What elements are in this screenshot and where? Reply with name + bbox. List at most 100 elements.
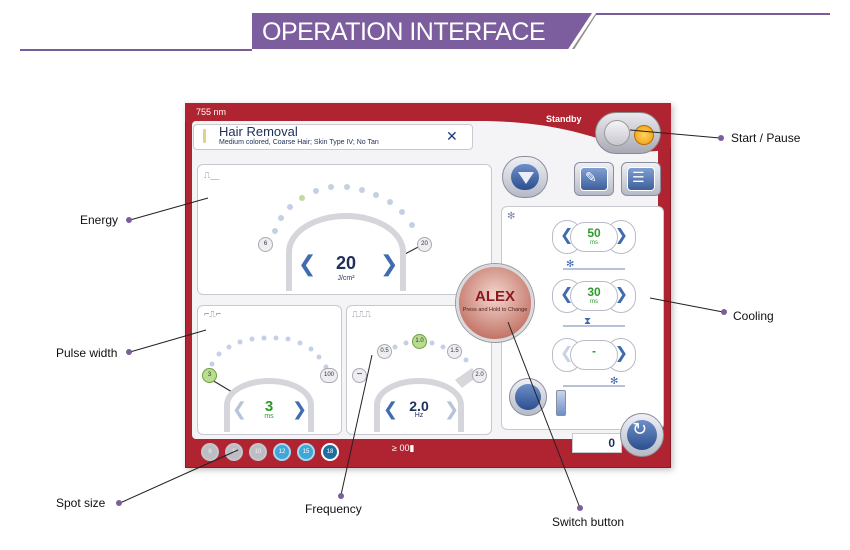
menu-button[interactable]: ✎ — [574, 162, 614, 196]
spot-size-8[interactable]: 8 — [225, 443, 243, 461]
cooling-1-scale — [563, 268, 625, 270]
frequency-chip-2-0[interactable]: 2.0 — [472, 368, 487, 383]
wavelength-label: 755 nm — [196, 107, 227, 117]
callout-switch-button: Switch button — [552, 515, 625, 529]
cooling-3-value: - — [592, 344, 596, 358]
frequency-chip-1-0[interactable]: 1.0 — [412, 334, 427, 349]
callout-start-pause: Start / Pause — [731, 131, 801, 145]
callout-dot-start — [718, 135, 724, 141]
cooling-1-unit: ms — [590, 240, 598, 246]
close-icon[interactable]: ✕ — [446, 128, 458, 144]
cooling-1-decrease-button[interactable]: ❮ — [560, 227, 574, 244]
frequency-chip-0-5[interactable]: 0.5 — [377, 344, 392, 359]
cooling-row-2: ❮ ❯ 30 ms — [552, 279, 636, 313]
cooling-2-unit: ms — [590, 299, 598, 305]
energy-max-chip[interactable]: 20 — [417, 237, 432, 252]
refresh-glyph: ↻ — [632, 419, 648, 439]
banner-line-left — [20, 49, 252, 51]
mode-title: Hair Removal — [219, 124, 298, 139]
banner-box — [252, 13, 592, 49]
callout-cooling: Cooling — [733, 309, 774, 323]
pulse-min-chip[interactable]: 3 — [202, 368, 217, 383]
cooling-1-value: 50 — [587, 226, 601, 240]
pause-icon — [604, 120, 630, 146]
cooling-2-decrease-button[interactable]: ❮ — [560, 286, 574, 303]
spot-size-15[interactable]: 15 — [297, 443, 315, 461]
mode-subtitle: Medium colored, Coarse Hair; Skin Type I… — [219, 139, 379, 146]
pulse-shape-icon: ⌐⎍⌐ — [204, 310, 222, 320]
cooling-mode-button[interactable] — [502, 156, 548, 198]
cooling-2-increase-button[interactable]: ❯ — [614, 286, 628, 303]
callout-dot-switch — [577, 505, 583, 511]
cooling-row-3: ❮ ❯ - — [552, 338, 636, 372]
frequency-decrease-button[interactable]: ❮ — [383, 399, 399, 419]
pulse-max-chip[interactable]: 100 — [320, 368, 338, 383]
energy-min-chip[interactable]: 6 — [258, 237, 273, 252]
frequency-increase-button[interactable]: ❯ — [444, 399, 460, 419]
menu-icon — [580, 167, 608, 191]
energy-value: 20 — [335, 253, 357, 273]
switch-laser-hint: Press and Hold to Change — [462, 307, 528, 313]
handpiece-icon: ≥ — [392, 443, 400, 453]
pen-icon: ✎ — [585, 169, 597, 185]
records-button[interactable]: ☰ — [621, 162, 661, 196]
energy-increase-button[interactable]: ❯ — [380, 251, 399, 276]
callout-dot-frequency — [338, 493, 344, 499]
vial-icon — [556, 390, 566, 416]
cooling-2-marker-icon: ⧗ — [584, 316, 592, 327]
handpiece-indicator: ≥ 00▮ — [392, 443, 414, 454]
start-indicator-icon — [634, 125, 654, 145]
pulse-decrease-button[interactable]: ❮ — [232, 399, 248, 419]
triangle-glyph — [518, 172, 534, 184]
frequency-dial — [374, 378, 464, 432]
cooling-row-1: ❮ ❯ 50 ms — [552, 220, 636, 254]
callout-dot-spot — [116, 500, 122, 506]
frequency-chip-1-5[interactable]: 1.5 — [447, 344, 462, 359]
pulse-counter: 0 — [572, 433, 622, 453]
cooling-3-scale — [563, 385, 625, 387]
spot-size-6[interactable]: 6 — [201, 443, 219, 461]
cooling-3-increase-button[interactable]: ❯ — [614, 345, 628, 362]
cooling-2-scale — [563, 325, 625, 327]
reset-counter-button[interactable]: ↻ — [620, 413, 664, 457]
spot-size-10[interactable]: 10 — [249, 443, 267, 461]
start-pause-button[interactable] — [595, 112, 661, 154]
callout-spot-size: Spot size — [56, 496, 106, 510]
frequency-unit: Hz — [414, 412, 424, 419]
handpiece-text: 00▮ — [399, 443, 415, 453]
energy-unit: J/cm² — [337, 275, 355, 282]
cooling-2-value: 30 — [587, 285, 601, 299]
pill-middle — [570, 222, 618, 252]
callout-frequency: Frequency — [305, 502, 362, 516]
spot-size-12[interactable]: 12 — [273, 443, 291, 461]
energy-decrease-button[interactable]: ❮ — [298, 251, 317, 276]
pulse-value: 3 — [264, 398, 274, 415]
mode-marker-icon — [203, 129, 206, 143]
pulse-increase-button[interactable]: ❯ — [292, 399, 308, 419]
pulse-waveform-icon: ⎍⎽ — [204, 171, 219, 181]
pill-middle — [570, 281, 618, 311]
cooling-snowflake-icon: ✻ — [507, 211, 516, 222]
frequency-minus-button[interactable]: − — [352, 368, 367, 383]
callout-dot-pulse — [126, 349, 132, 355]
pulse-unit: ms — [264, 413, 274, 420]
callout-pulse-width: Pulse width — [56, 346, 118, 360]
switch-laser-label: ALEX — [474, 288, 515, 305]
gel-feed-icon — [515, 384, 541, 410]
gel-feed-button[interactable] — [509, 378, 547, 416]
energy-dial — [286, 213, 406, 291]
reset-icon — [627, 420, 657, 450]
cooling-1-increase-button[interactable]: ❯ — [614, 227, 628, 244]
callout-dot-energy — [126, 217, 132, 223]
pulse-width-dial — [224, 378, 314, 432]
banner-line-right — [596, 13, 830, 15]
callout-dot-cooling — [721, 309, 727, 315]
treatment-mode-bar[interactable] — [193, 124, 473, 150]
cooling-3-marker-icon: ✻ — [610, 376, 619, 387]
frequency-pulse-icon: ⎍⎍⎍ — [352, 310, 371, 320]
banner-title: OPERATION INTERFACE — [262, 18, 546, 46]
spot-size-18[interactable]: 18 — [321, 443, 339, 461]
list-icon: ☰ — [632, 169, 645, 185]
document-icon — [627, 167, 655, 191]
callout-energy: Energy — [80, 213, 119, 227]
